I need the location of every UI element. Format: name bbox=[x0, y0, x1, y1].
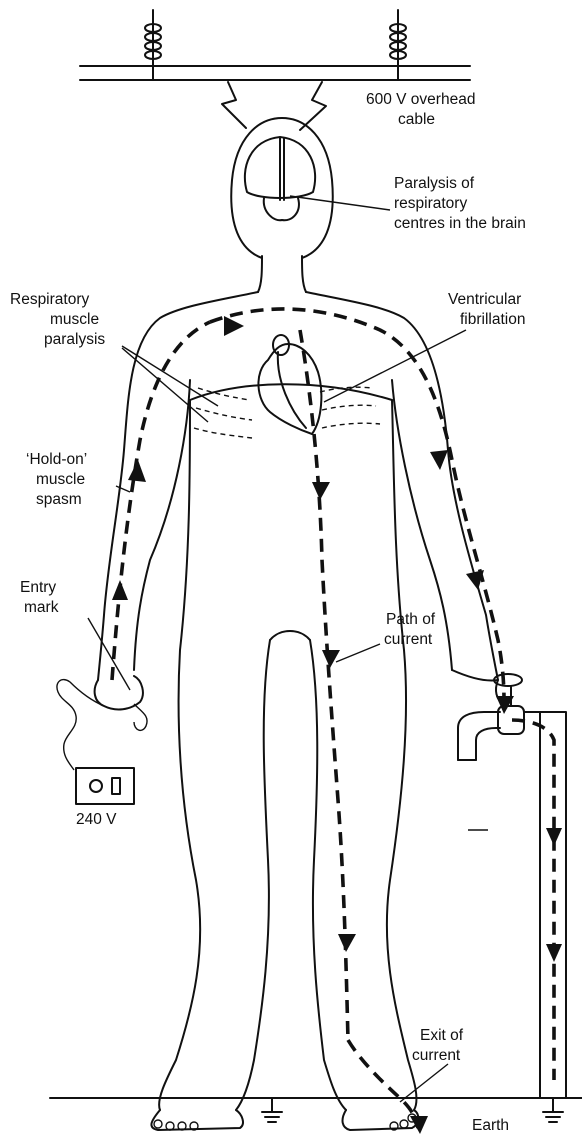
entry-label-line1: Entry bbox=[20, 579, 56, 596]
lightning-bolt-icon bbox=[222, 82, 326, 130]
holdon-label-line2: muscle bbox=[36, 471, 85, 488]
resp-label-line2: muscle bbox=[50, 311, 99, 328]
earth-symbol-icon bbox=[262, 1098, 282, 1122]
resp-label-line1: Respiratory bbox=[10, 291, 89, 308]
socket-plug bbox=[57, 680, 147, 804]
brain-label-line3: centres in the brain bbox=[394, 215, 526, 232]
brain-icon bbox=[245, 137, 315, 220]
arrow-down-icon bbox=[338, 934, 356, 952]
arrow-down-icon bbox=[410, 1116, 428, 1134]
vf-label-line2: fibrillation bbox=[460, 311, 525, 328]
exit-label-line1: Exit of bbox=[420, 1027, 464, 1044]
resp-label-line3: paralysis bbox=[44, 331, 105, 348]
vf-label-line1: Ventricular bbox=[448, 291, 521, 308]
respiratory-muscles bbox=[194, 387, 380, 438]
brain-label-line1: Paralysis of bbox=[394, 175, 475, 192]
earth-symbol-icon bbox=[543, 1098, 563, 1122]
arrow-up-icon bbox=[112, 580, 128, 600]
left-foot bbox=[151, 1110, 243, 1130]
insulator-left-icon bbox=[145, 10, 161, 80]
exit-label-line2: current bbox=[412, 1047, 461, 1064]
holdon-label-line3: spasm bbox=[36, 491, 82, 508]
cable-label-line1: 600 V overhead bbox=[366, 91, 475, 108]
arrow-right-icon bbox=[224, 316, 244, 336]
arrow-down-icon bbox=[312, 482, 330, 500]
voltage-label: 240 V bbox=[76, 811, 117, 828]
right-foot bbox=[343, 1110, 419, 1130]
path-label-line2: current bbox=[384, 631, 433, 648]
cable-label-line2: cable bbox=[398, 111, 435, 128]
holdon-label-line1: ‘Hold-on’ bbox=[26, 451, 87, 468]
arrow-down-icon bbox=[430, 450, 448, 470]
path-label-line1: Path of bbox=[386, 611, 436, 628]
brain-label-line2: respiratory bbox=[394, 195, 467, 212]
entry-label-line2: mark bbox=[24, 599, 59, 616]
socket-outlet-icon bbox=[76, 768, 134, 804]
arrow-down-icon bbox=[546, 828, 562, 846]
arrow-down-icon bbox=[322, 650, 340, 668]
earth-label: Earth bbox=[472, 1117, 509, 1134]
insulator-right-icon bbox=[390, 10, 406, 80]
human-figure bbox=[95, 118, 504, 1130]
arrow-down-icon bbox=[546, 944, 562, 962]
arrow-up-icon bbox=[128, 460, 146, 482]
labels: 600 V overhead cable Paralysis of respir… bbox=[10, 91, 526, 1134]
tap-pipe bbox=[458, 674, 566, 1098]
